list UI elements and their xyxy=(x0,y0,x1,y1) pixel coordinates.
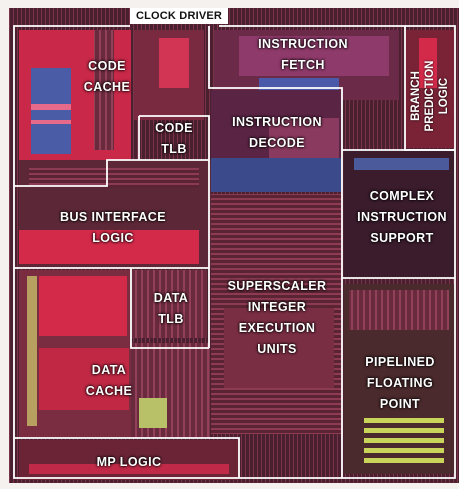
data-cache-label: DATA CACHE xyxy=(85,363,133,398)
block-outlines xyxy=(13,25,456,479)
data-cache-texture xyxy=(19,270,209,438)
code-cache-texture xyxy=(19,30,204,160)
data-tlb-texture xyxy=(131,270,207,338)
integer-block xyxy=(224,308,334,388)
data-tlb-label: DATA TLB xyxy=(153,291,189,326)
processor-die: CLOCK DRIVER CODE CACHE INSTRUCTION FETC… xyxy=(9,8,459,483)
clock-driver-label: CLOCK DRIVER xyxy=(130,8,228,24)
die-floorplan xyxy=(9,8,459,483)
code-cache-label: CODE CACHE xyxy=(83,59,131,94)
branch-prediction-label: BRANCH PREDICTION LOGIC xyxy=(410,60,450,132)
complex-texture xyxy=(344,150,456,278)
floating-point-texture xyxy=(344,284,456,474)
instruction-decode-texture xyxy=(211,90,341,192)
branch-prediction-box: BRANCH PREDICTION LOGIC xyxy=(407,44,453,148)
complex-instruction-label: COMPLEX INSTRUCTION SUPPORT xyxy=(357,189,447,245)
instruction-decode-label: INSTRUCTION DECODE xyxy=(232,115,322,150)
mp-logic-label: MP LOGIC xyxy=(96,455,162,469)
bus-interface-texture xyxy=(19,160,211,268)
complex-band xyxy=(354,158,449,170)
bus-interface-label: BUS INTERFACE LOGIC xyxy=(60,210,166,245)
floating-point-label: PIPELINED FLOATING POINT xyxy=(365,355,435,411)
integer-units-label: SUPERSCALER INTEGER EXECUTION UNITS xyxy=(227,279,327,356)
branch-highlight xyxy=(419,38,437,88)
mp-logic-band xyxy=(29,464,229,474)
code-tlb-label: CODE TLB xyxy=(155,121,193,156)
instruction-fetch-label: INSTRUCTION FETCH xyxy=(258,37,348,72)
